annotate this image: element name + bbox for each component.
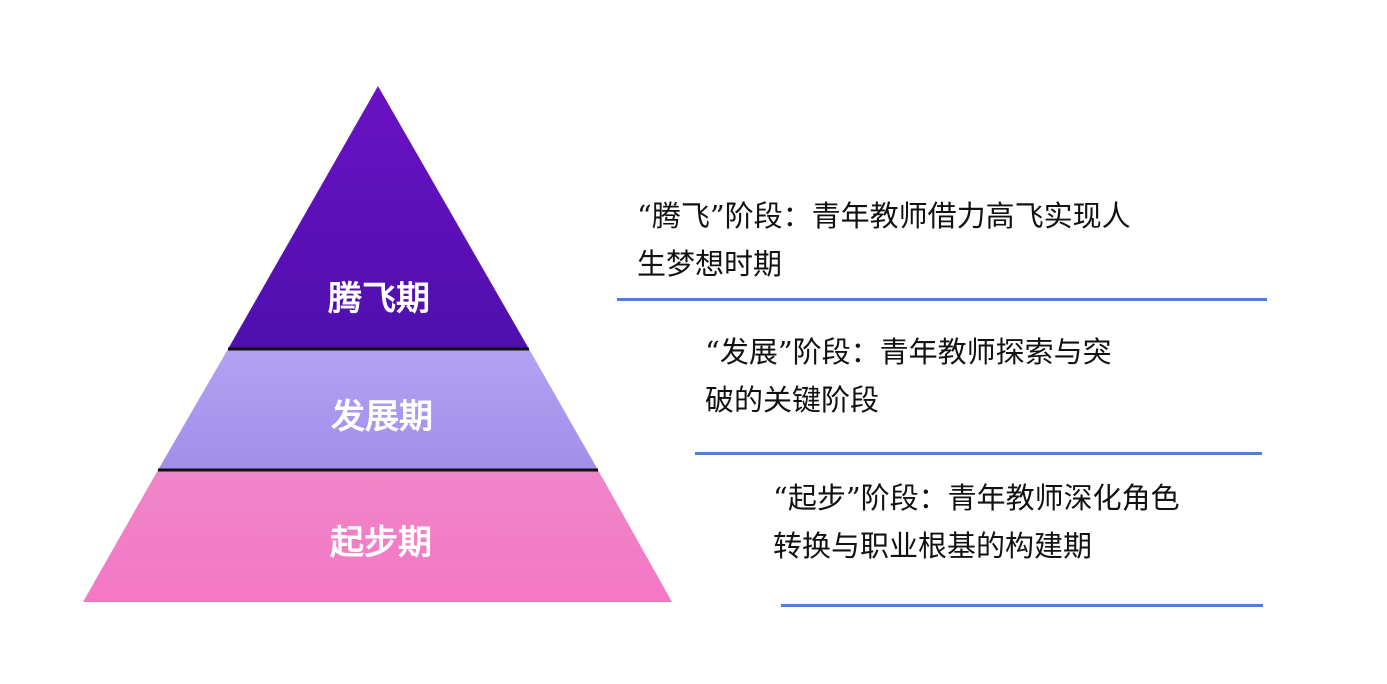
separator-rule-bottom — [781, 604, 1263, 607]
stage-description-top: “腾飞”阶段：青年教师借力高飞实现人 生梦想时期 — [637, 192, 1131, 288]
separator-rule-top — [617, 298, 1267, 301]
description-line: “起步”阶段：青年教师深化角色 — [773, 481, 1180, 515]
tier-middle-shape — [158, 349, 598, 470]
description-line: “发展”阶段：青年教师探索与突 — [705, 335, 1112, 369]
tier-label-middle: 发展期 — [331, 397, 433, 437]
separator-rule-middle — [695, 452, 1262, 455]
description-line: 生梦想时期 — [637, 247, 783, 281]
tier-label-bottom: 起步期 — [330, 523, 432, 563]
description-line: “腾飞”阶段：青年教师借力高飞实现人 — [637, 199, 1131, 233]
stage-description-middle: “发展”阶段：青年教师探索与突 破的关键阶段 — [705, 328, 1112, 424]
stage-pyramid: 腾飞期 发展期 起步期 — [83, 86, 672, 602]
tier-bottom-shape — [83, 470, 672, 602]
tier-label-top: 腾飞期 — [328, 279, 430, 319]
stage-description-bottom: “起步”阶段：青年教师深化角色 转换与职业根基的构建期 — [773, 474, 1180, 570]
description-line: 破的关键阶段 — [705, 383, 880, 417]
tier-top-shape — [228, 86, 529, 349]
description-line: 转换与职业根基的构建期 — [773, 529, 1093, 563]
